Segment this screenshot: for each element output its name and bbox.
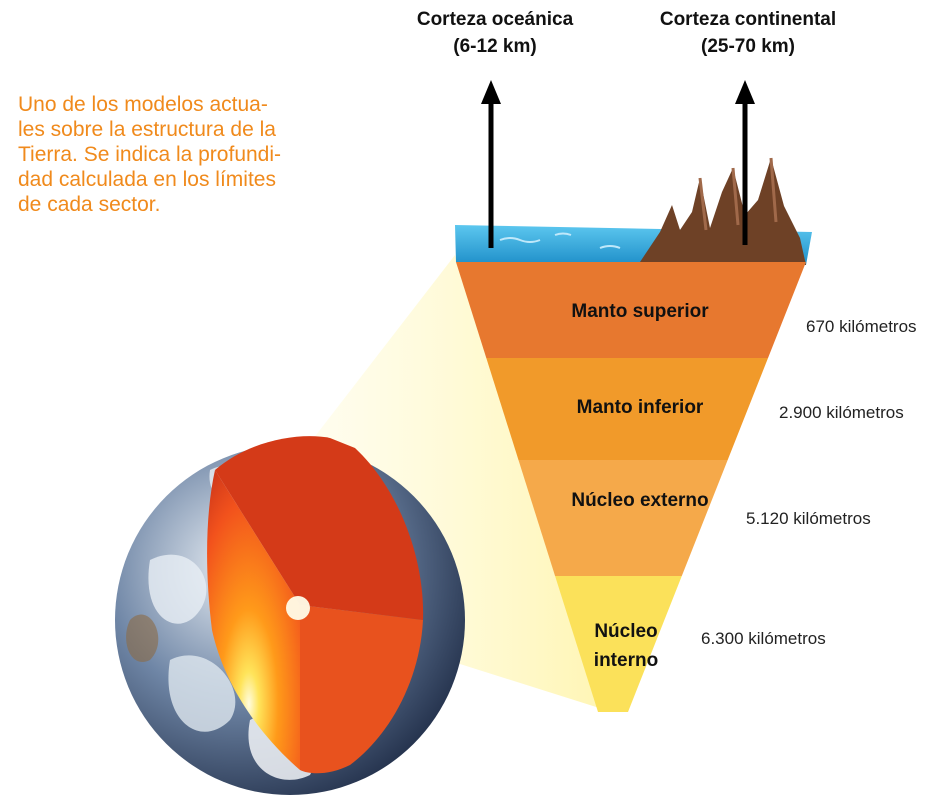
layer-label-manto-superior: Manto superior xyxy=(571,301,709,322)
layer-band-nucleo-externo xyxy=(518,460,728,576)
layer-label-nucleo-interno: Núcleo interno xyxy=(593,621,659,671)
depth-label-2900: 2.900 kilómetros xyxy=(779,403,904,422)
layer-label-nucleo-externo: Núcleo externo xyxy=(571,490,709,511)
oceanic-crust-arrow xyxy=(481,80,501,248)
oceanic-crust-label: Corteza oceánica (6-12 km) xyxy=(416,9,574,57)
layer-band-manto-inferior xyxy=(486,358,769,460)
layer-band-nucleo-interno xyxy=(555,576,682,712)
mountain-highlights xyxy=(698,157,778,231)
caption-text: Uno de los modelos actua- les sobre la e… xyxy=(18,93,282,216)
depth-label-5120: 5.120 kilómetros xyxy=(746,509,871,528)
continental-mountains xyxy=(640,158,806,265)
layer-band-manto-superior xyxy=(456,262,806,358)
continental-crust-arrow xyxy=(735,80,755,245)
ocean-waves xyxy=(499,232,621,249)
layer-label-manto-inferior: Manto inferior xyxy=(576,397,704,418)
depth-label-670: 670 kilómetros xyxy=(806,317,917,336)
layer-cone xyxy=(455,157,812,712)
globe-cutaway xyxy=(207,436,424,774)
continental-crust-label: Corteza continental (25-70 km) xyxy=(659,9,837,57)
depth-label-6300: 6.300 kilómetros xyxy=(701,629,826,648)
